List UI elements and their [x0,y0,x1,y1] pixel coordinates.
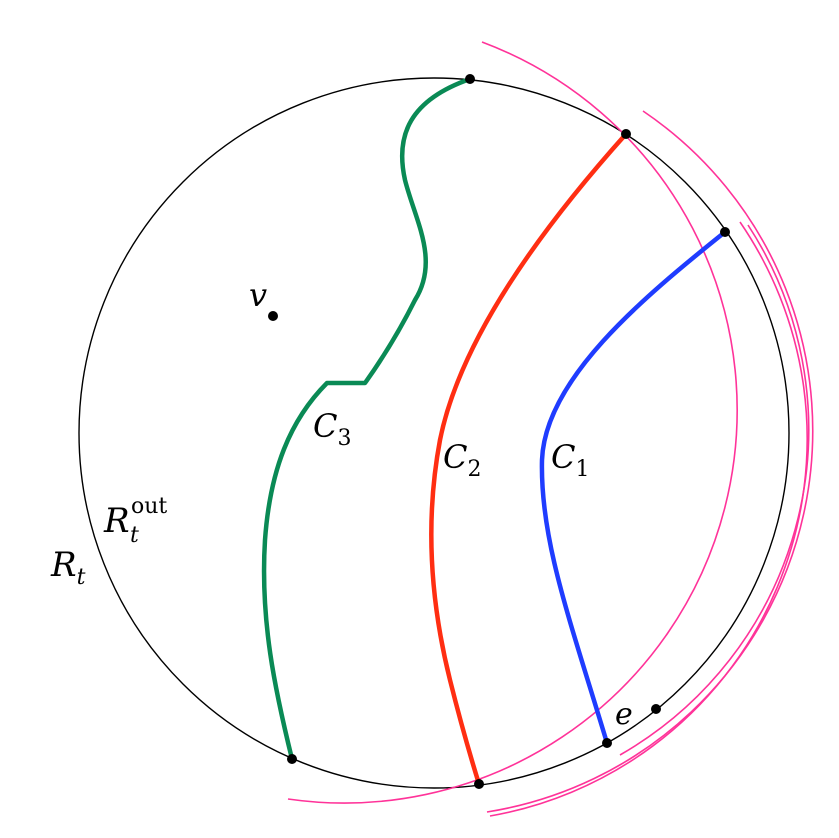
label-rt-sub: t [77,565,86,590]
boundary-arcs [287,41,814,817]
label-rout-base: R [103,501,130,541]
dot-c3-bottom [287,754,297,764]
dot-c2-top [621,129,631,139]
arc-middle-1 [486,110,814,813]
label-rout-sub: t [130,523,139,548]
arc-inner [619,224,810,756]
label-c3-base: C [313,407,337,445]
vertex-dots [268,74,730,789]
label-e: e [615,697,633,732]
dot-v [268,311,278,321]
dot-c1-top [720,227,730,237]
label-c3: C3 [313,407,351,451]
curve-c3 [261,76,473,762]
region-circle [78,77,790,789]
label-rout-sup: out [131,494,167,519]
label-c2-base: C [443,438,467,476]
curve-c1 [539,229,728,746]
label-c1-base: C [551,438,575,476]
label-v: v [249,276,267,314]
dot-c1-bottom [602,738,612,748]
dot-c2-bottom [474,779,484,789]
curve-c2 [429,131,629,787]
arc-outer [287,41,738,804]
label-c2-sub: 2 [467,457,481,482]
label-rt: Rt [50,545,86,590]
label-rt-base: R [50,545,77,585]
dot-c3-top [465,74,475,84]
arc-middle-2 [489,221,808,817]
label-c1: C1 [551,438,589,482]
label-c3-sub: 3 [337,426,351,451]
label-c2: C2 [443,438,481,482]
dot-e [651,704,661,714]
label-rout: R t out [103,494,167,548]
label-c1-sub: 1 [575,457,589,482]
